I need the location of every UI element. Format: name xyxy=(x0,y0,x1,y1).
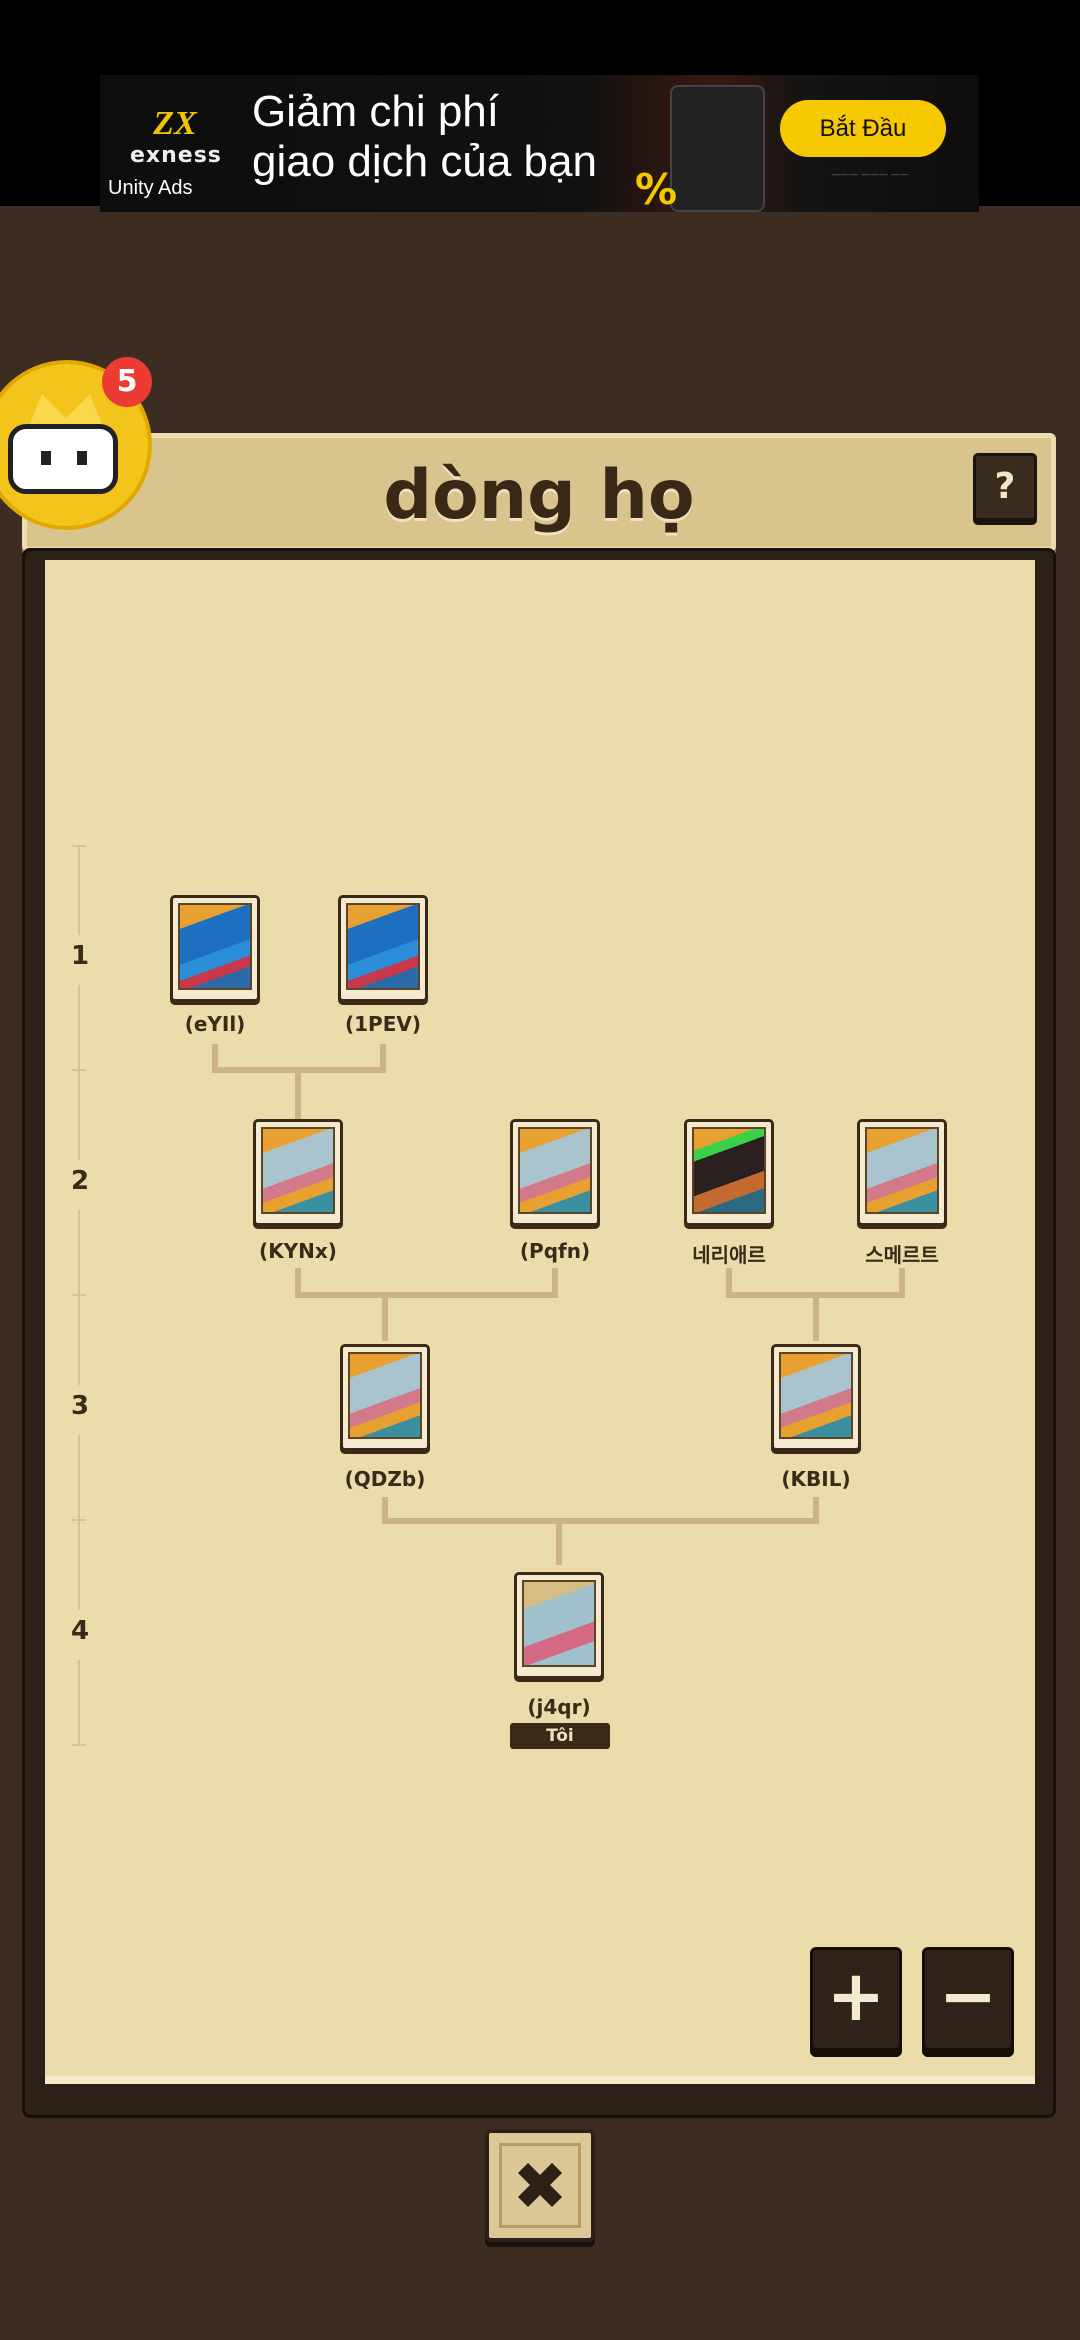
help-button[interactable]: ? xyxy=(973,453,1037,521)
dragon-portrait xyxy=(779,1352,853,1439)
dragon-portrait xyxy=(346,903,420,990)
close-button[interactable]: ✖ xyxy=(485,2129,595,2242)
dragon-name: 스메르트 xyxy=(865,1243,939,1267)
percent-glyph: % xyxy=(635,165,678,212)
dragon-card[interactable] xyxy=(510,1119,600,1226)
generation-axis xyxy=(72,845,86,1746)
me-badge: Tôi xyxy=(510,1723,610,1749)
phone-image xyxy=(670,85,765,212)
dragon-portrait xyxy=(348,1352,422,1439)
zoom-out-button[interactable]: − xyxy=(922,1947,1014,2051)
dragon-card[interactable] xyxy=(857,1119,947,1226)
header-panel: dòng họ ? xyxy=(22,433,1056,552)
connector-gen1 xyxy=(212,1044,386,1073)
dragon-card[interactable] xyxy=(338,895,428,1002)
dragon-card[interactable] xyxy=(514,1572,604,1679)
connector-gen2-left xyxy=(295,1268,558,1298)
notification-badge: 5 xyxy=(102,357,152,407)
dragon-name: (KYNx) xyxy=(259,1239,337,1263)
cat-face-icon xyxy=(8,424,118,494)
dragon-portrait xyxy=(518,1127,592,1214)
generation-label: 4 xyxy=(70,1616,90,1646)
dragon-portrait xyxy=(261,1127,335,1214)
dragon-name: (j4qr) xyxy=(527,1695,591,1719)
generation-label: 2 xyxy=(70,1166,90,1196)
dragon-name: (QDZb) xyxy=(344,1467,426,1491)
generation-label: 3 xyxy=(70,1391,90,1421)
tree-canvas[interactable] xyxy=(45,560,1035,2084)
generation-label: 1 xyxy=(70,941,90,971)
dragon-name: (eYIl) xyxy=(184,1012,246,1036)
dragon-card[interactable] xyxy=(170,895,260,1002)
dragon-name: (KBIL) xyxy=(781,1467,851,1491)
dragon-card[interactable] xyxy=(771,1344,861,1451)
dragon-card[interactable] xyxy=(253,1119,343,1226)
ad-fine-print: ——— ——— —— xyxy=(831,170,909,180)
dragon-portrait xyxy=(692,1127,766,1214)
page-title: dòng họ xyxy=(383,456,695,535)
dragon-portrait xyxy=(865,1127,939,1214)
dragon-name: (Pqfn) xyxy=(519,1239,591,1263)
dragon-portrait xyxy=(522,1580,596,1667)
zoom-in-button[interactable]: + xyxy=(810,1947,902,2051)
dragon-portrait xyxy=(178,903,252,990)
dragon-name: (1PEV) xyxy=(345,1012,421,1036)
connector-gen3 xyxy=(382,1497,819,1524)
ad-cta-button[interactable]: Bắt Đầu xyxy=(780,100,946,157)
dragon-name: 네리애르 xyxy=(692,1243,766,1267)
dragon-card[interactable] xyxy=(340,1344,430,1451)
profile-avatar[interactable] xyxy=(0,360,152,530)
close-icon: ✖ xyxy=(499,2143,581,2228)
connector-gen2-right xyxy=(726,1268,905,1298)
dragon-card[interactable] xyxy=(684,1119,774,1226)
unity-ads-label: Unity Ads xyxy=(108,177,193,199)
